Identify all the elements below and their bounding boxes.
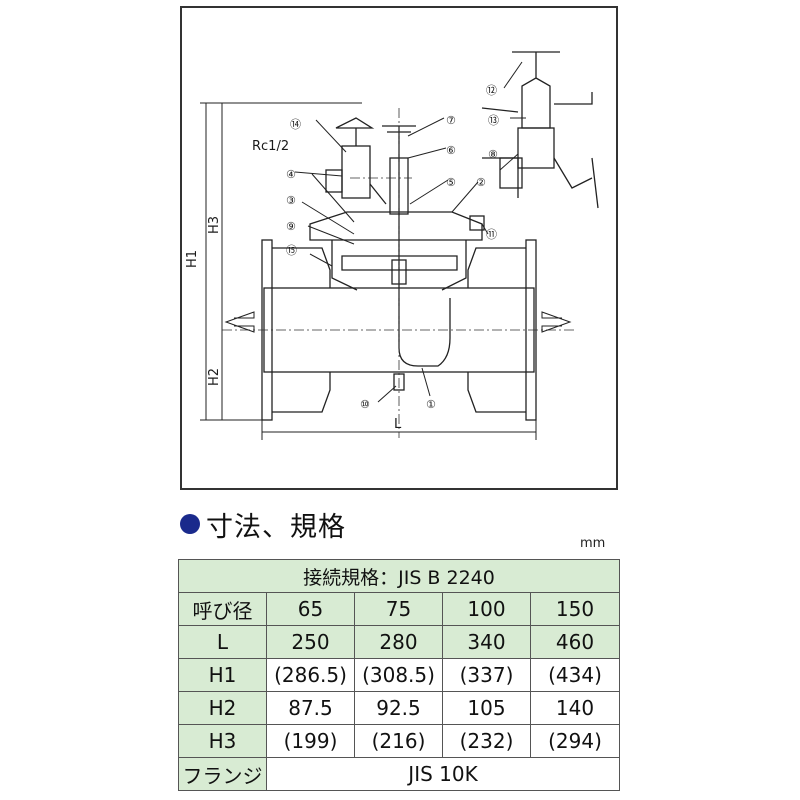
row-label: H3 [178,724,267,758]
cell: 340 [442,625,531,659]
cell: 250 [266,625,355,659]
spec-table: 接続規格：JIS B 2240 呼び径 65 75 100 150 L 250 … [177,559,621,791]
pilot-port [325,169,343,193]
part-10: ⑩ [360,398,370,411]
h1-label: H1 [185,250,200,268]
cell: 150 [529,592,621,626]
part-9: ⑨ [286,220,296,233]
cell: (286.5) [266,658,355,692]
h2-label: H2 [207,368,222,386]
cover-bolt [469,215,485,231]
part-8: ⑧ [488,148,498,161]
cell: (337) [442,658,531,692]
part-13: ⑬ [488,114,499,127]
row-label: フランジ [178,757,267,791]
cell: (294) [529,724,621,758]
cell: (434) [529,658,621,692]
valve-diaphragm [341,255,458,271]
table-title: 接続規格：JIS B 2240 [177,559,621,593]
part-6: ⑥ [446,144,456,157]
table-title-row: 接続規格：JIS B 2240 [177,559,621,593]
cell: 75 [354,592,443,626]
section-heading: 寸法、規格 [180,506,346,543]
flange-value: JIS 10K [265,757,621,791]
cell: (308.5) [354,658,443,692]
part-12: ⑫ [486,84,497,97]
cell: 92.5 [354,691,443,725]
part-2: ② [476,176,486,189]
bullet-icon [180,514,200,534]
table-row: 呼び径 65 75 100 150 [178,592,621,626]
part-4: ④ [286,168,296,181]
pilot-valve-body [341,145,371,199]
inner-wall [398,298,451,367]
section-title: 寸法、規格 [206,511,346,543]
cell: (199) [266,724,355,758]
cell: 87.5 [266,691,355,725]
part-11: ⑪ [486,228,497,241]
part-7: ⑦ [446,114,456,127]
detail-port [499,157,523,189]
part-3: ③ [286,194,296,207]
cell: 140 [529,691,621,725]
table-row-flange: フランジ JIS 10K [178,757,621,791]
rc-label: Rc1/2 [252,139,289,154]
cell: (232) [442,724,531,758]
part-5: ⑤ [446,176,456,189]
pilot-handle [335,117,375,129]
cell: 105 [442,691,531,725]
right-flange-shape [467,247,526,413]
row-label: H2 [178,691,267,725]
left-flange-shape [272,247,331,413]
part-1: ① [426,398,436,411]
valve-cover [309,211,483,241]
part-14: ⑭ [290,118,301,131]
valve-chamber [331,240,467,291]
h3-label: H3 [207,216,222,234]
valve-drawing: H1 H3 H2 L Rc1/2 ⑭ ④ ③ ⑨ ⑮ ⑦ ⑥ ⑤ ② ⑪ ⑫ ⑬… [180,6,618,490]
valve-diagram-svg: H1 H3 H2 L Rc1/2 ⑭ ④ ③ ⑨ ⑮ ⑦ ⑥ ⑤ ② ⑪ ⑫ ⑬… [185,51,599,440]
detail-lines [481,92,599,209]
table-row: L 250 280 340 460 [178,625,621,659]
part-15: ⑮ [286,244,297,257]
row-label: H1 [178,658,267,692]
unit-label: mm [580,536,606,551]
l-label: L [394,417,402,432]
cell: 100 [442,592,531,626]
table-row: H3 (199) (216) (232) (294) [178,724,621,758]
detail-valve-body [517,127,555,169]
cell: 280 [354,625,443,659]
table-row: H1 (286.5) (308.5) (337) (434) [178,658,621,692]
row-label: 呼び径 [178,592,267,626]
cell: 460 [529,625,621,659]
detail-valve-top [512,51,560,129]
table-row: H2 87.5 92.5 105 140 [178,691,621,725]
cell: 65 [266,592,355,626]
row-label: L [178,625,267,659]
cell: (216) [354,724,443,758]
